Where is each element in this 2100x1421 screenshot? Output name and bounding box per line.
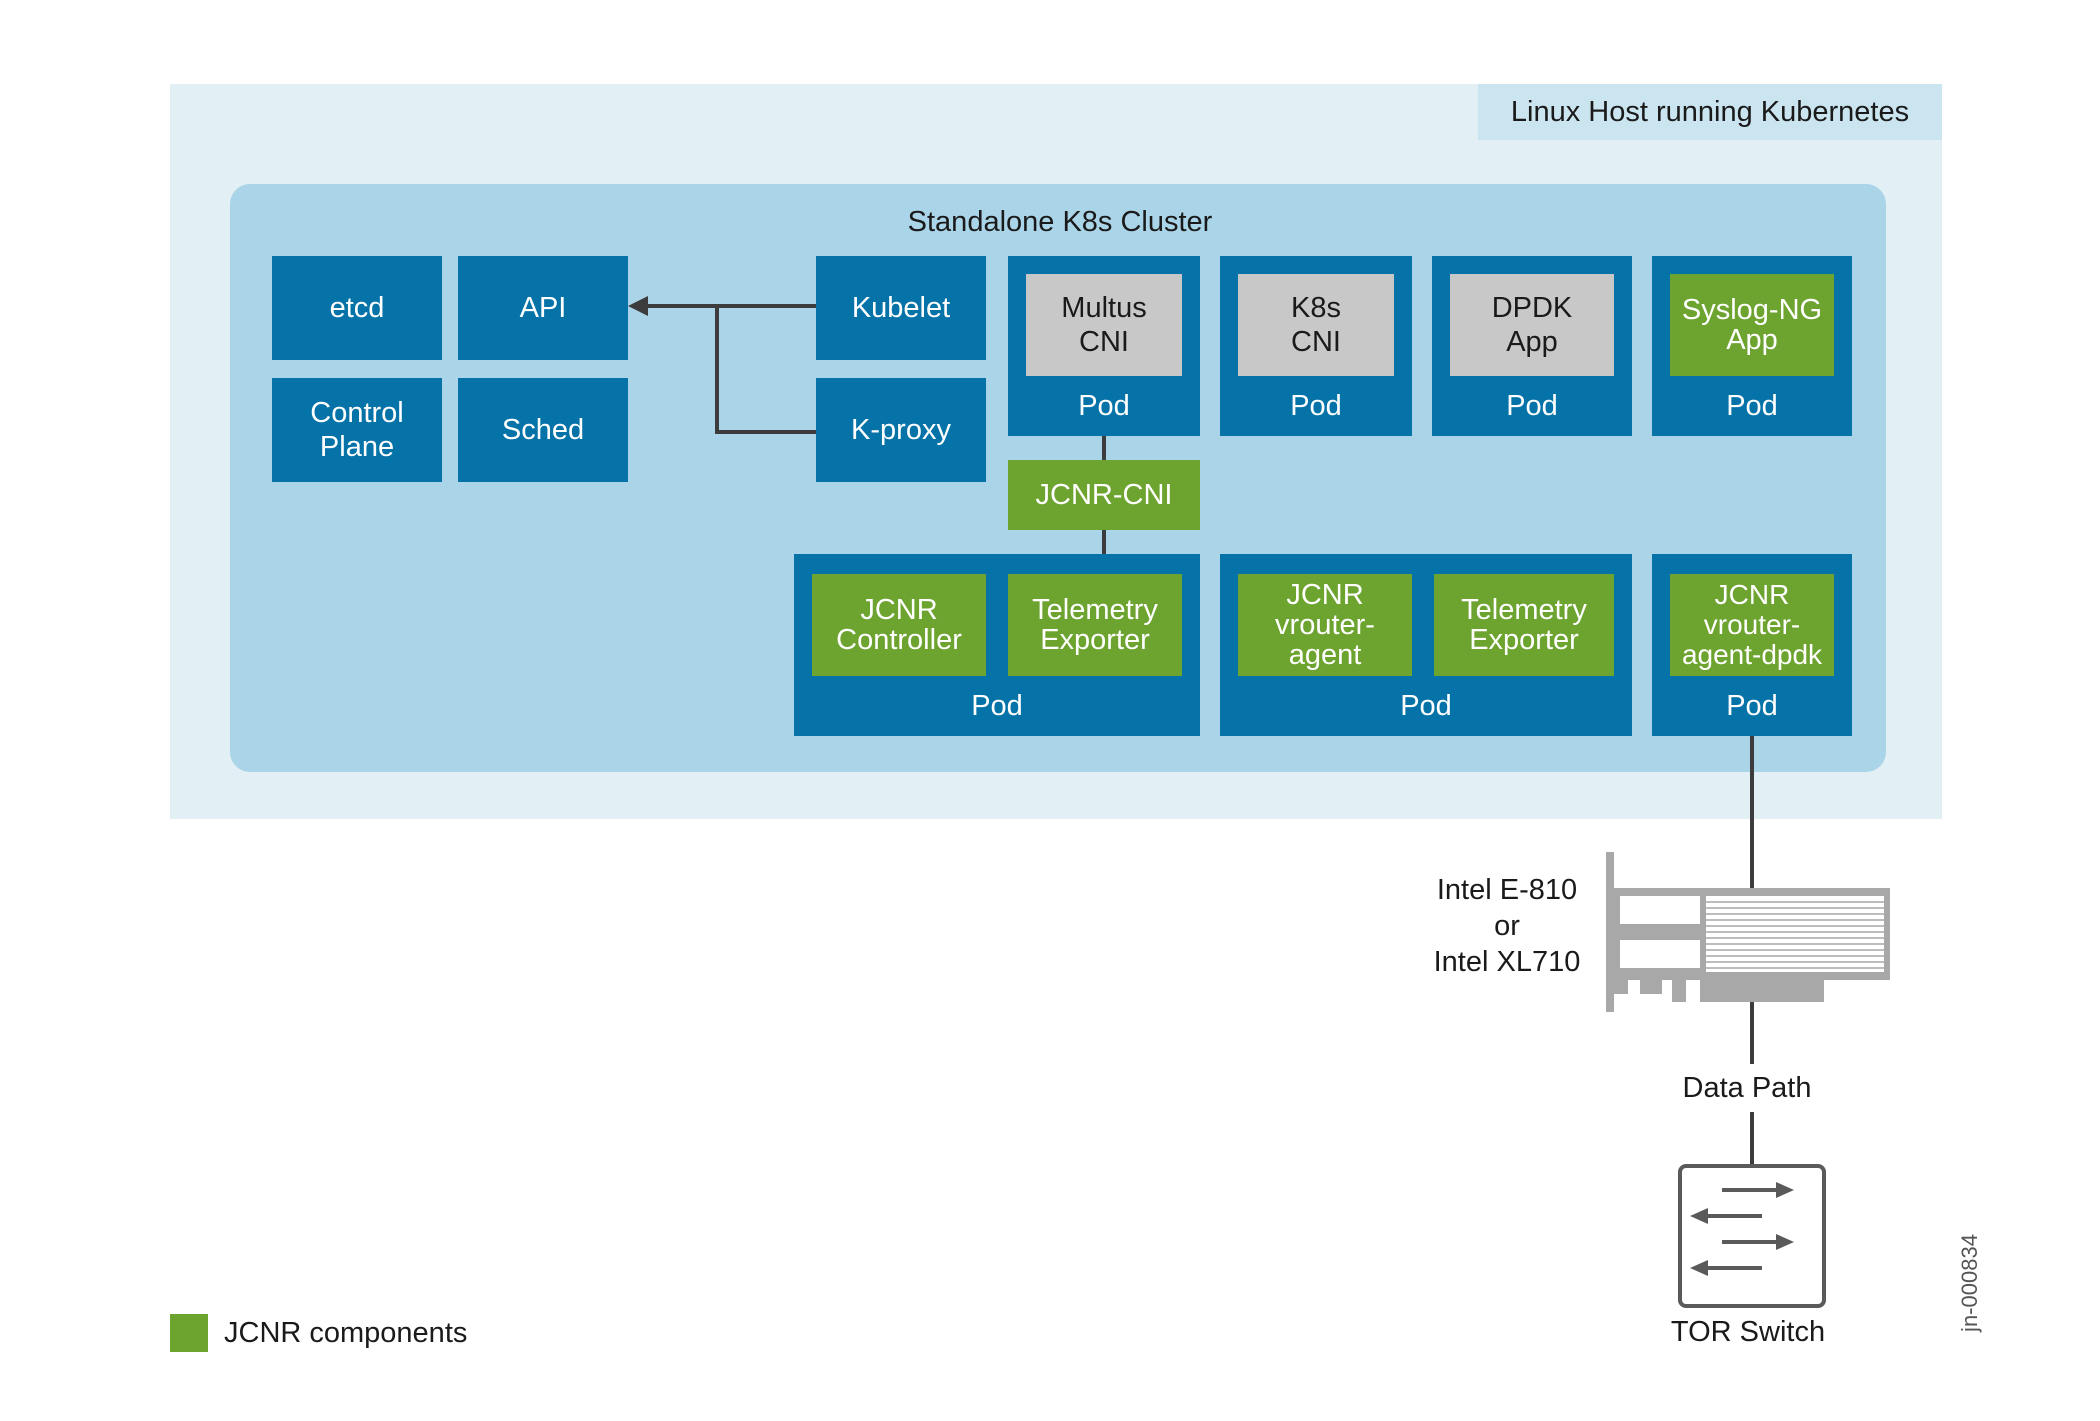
telemetry-exporter-label: Telemetry Exporter — [1461, 594, 1587, 656]
document-id: jn-000834 — [1950, 1230, 1990, 1350]
jcnr-controller-pod: JCNR Controller Telemetry Exporter Pod — [794, 554, 1200, 736]
data-path-label: Data Path — [1682, 1071, 1812, 1104]
syslog-ng-app-box: Syslog-NG App — [1670, 274, 1834, 376]
jcnr-vrouter-agent-dpdk-label: JCNR vrouter-agent-dpdk — [1681, 579, 1823, 670]
kproxy-label: K-proxy — [851, 414, 951, 446]
arrowhead-icon — [628, 296, 648, 316]
vrouter-agent-dpdk-pod: JCNR vrouter-agent-dpdk Pod — [1652, 554, 1852, 736]
pod-label: Pod — [971, 690, 1023, 722]
control-plane-box: Control Plane — [272, 378, 442, 482]
telemetry-exporter-box: Telemetry Exporter — [1434, 574, 1614, 676]
multus-cni-box: Multus CNI — [1026, 274, 1182, 376]
multus-cni-label: Multus CNI — [1061, 292, 1147, 358]
pod-label: Pod — [1290, 390, 1342, 422]
telemetry-exporter-box: Telemetry Exporter — [1008, 574, 1182, 676]
pod-label: Pod — [1726, 690, 1778, 722]
syslog-ng-app-label: Syslog-NG App — [1681, 294, 1823, 356]
etcd-label: etcd — [329, 292, 385, 324]
jcnr-vrouter-agent-label: JCNR vrouter-agent — [1275, 579, 1375, 671]
jcnr-vrouter-agent-dpdk-box: JCNR vrouter-agent-dpdk — [1670, 574, 1834, 676]
kubelet-label: Kubelet — [851, 292, 951, 324]
api-label: API — [519, 292, 567, 324]
dpdk-app-box: DPDK App — [1450, 274, 1614, 376]
nic-label: Intel E-810 or Intel XL710 — [1412, 872, 1602, 980]
nic-label-line2: or — [1494, 910, 1520, 942]
k8s-cni-pod: K8s CNI Pod — [1220, 256, 1412, 436]
multus-pod: Multus CNI Pod — [1008, 256, 1200, 436]
tor-switch-label: TOR Switch — [1670, 1315, 1826, 1348]
pod-label: Pod — [1078, 390, 1130, 422]
document-id-text: jn-000834 — [1957, 1234, 1982, 1332]
kproxy-box: K-proxy — [816, 378, 986, 482]
jcnr-cni-label: JCNR-CNI — [1035, 479, 1173, 511]
telemetry-exporter-label: Telemetry Exporter — [1032, 594, 1158, 656]
jcnr-controller-box: JCNR Controller — [812, 574, 986, 676]
kubelet-api-connector — [648, 304, 816, 434]
kubelet-box: Kubelet — [816, 256, 986, 360]
cluster-title: Standalone K8s Cluster — [907, 205, 1213, 238]
vrouter-agent-pod: JCNR vrouter-agent Telemetry Exporter Po… — [1220, 554, 1632, 736]
syslog-ng-pod: Syslog-NG App Pod — [1652, 256, 1852, 436]
k8s-cni-box: K8s CNI — [1238, 274, 1394, 376]
sched-box: Sched — [458, 378, 628, 482]
dpdk-app-pod: DPDK App Pod — [1432, 256, 1632, 436]
pod-label: Pod — [1726, 390, 1778, 422]
sched-label: Sched — [501, 414, 585, 446]
legend-swatch — [170, 1314, 208, 1352]
host-label: Linux Host running Kubernetes — [1478, 84, 1942, 140]
nic-label-line1: Intel E-810 — [1436, 874, 1578, 906]
k8s-cni-label: K8s CNI — [1291, 292, 1341, 358]
pod-label: Pod — [1400, 690, 1452, 722]
jcnr-vrouter-agent-box: JCNR vrouter-agent — [1238, 574, 1412, 676]
dpdk-app-label: DPDK App — [1491, 292, 1573, 358]
jcnr-controller-label: JCNR Controller — [836, 594, 962, 656]
legend-label: JCNR components — [224, 1316, 468, 1349]
jcnr-cni-box: JCNR-CNI — [1008, 460, 1200, 530]
api-box: API — [458, 256, 628, 360]
nic-card-icon — [1606, 852, 1890, 1012]
tor-switch-icon — [1678, 1164, 1826, 1308]
pod-label: Pod — [1506, 390, 1558, 422]
nic-label-line3: Intel XL710 — [1433, 946, 1581, 978]
etcd-box: etcd — [272, 256, 442, 360]
control-plane-label: Control Plane — [310, 397, 404, 463]
